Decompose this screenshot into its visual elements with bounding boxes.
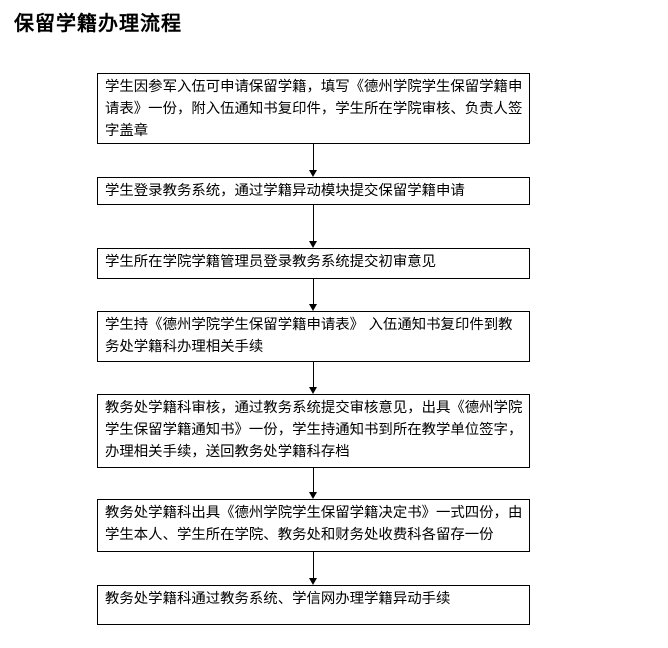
arrow-shaft [313, 205, 314, 243]
flow-arrow-down-4 [309, 362, 318, 394]
arrow-head-icon [309, 492, 317, 499]
arrow-shaft [313, 279, 314, 306]
flow-step-6-box: 教务处学籍科出具《德州学院学生保留学籍决定书》一式四份，由学生本人、学生所在学院… [97, 499, 530, 552]
arrow-head-icon [309, 387, 317, 394]
arrow-head-icon [309, 170, 317, 177]
page-title: 保留学籍办理流程 [14, 11, 182, 35]
flow-arrow-down-6 [309, 552, 318, 585]
arrow-shaft [313, 362, 314, 389]
flow-arrow-down-1 [309, 144, 318, 177]
flow-arrow-down-2 [309, 205, 318, 248]
arrow-shaft [313, 552, 314, 580]
flow-step-4-box: 学生持《德州学院学生保留学籍申请表》 入伍通知书复印件到教务处学籍科办理相关手续 [97, 311, 530, 362]
arrow-head-icon [309, 304, 317, 311]
flow-step-2-box: 学生登录教务系统，通过学籍异动模块提交保留学籍申请 [97, 177, 530, 205]
flow-step-5-box: 教务处学籍科审核，通过教务系统提交审核意见，出具《德州学院学生保留学籍通知书》一… [97, 394, 530, 468]
arrow-head-icon [309, 578, 317, 585]
flow-arrow-down-3 [309, 279, 318, 311]
flow-step-1-box: 学生因参军入伍可申请保留学籍，填写《德州学院学生保留学籍申请表》一份，附入伍通知… [97, 73, 530, 144]
arrow-head-icon [309, 241, 317, 248]
flow-step-3-box: 学生所在学院学籍管理员登录教务系统提交初审意见 [97, 248, 530, 279]
arrow-shaft [313, 144, 314, 172]
flow-step-7-box: 教务处学籍科通过教务系统、学信网办理学籍异动手续 [97, 585, 530, 625]
flow-arrow-down-5 [309, 468, 318, 499]
arrow-shaft [313, 468, 314, 494]
